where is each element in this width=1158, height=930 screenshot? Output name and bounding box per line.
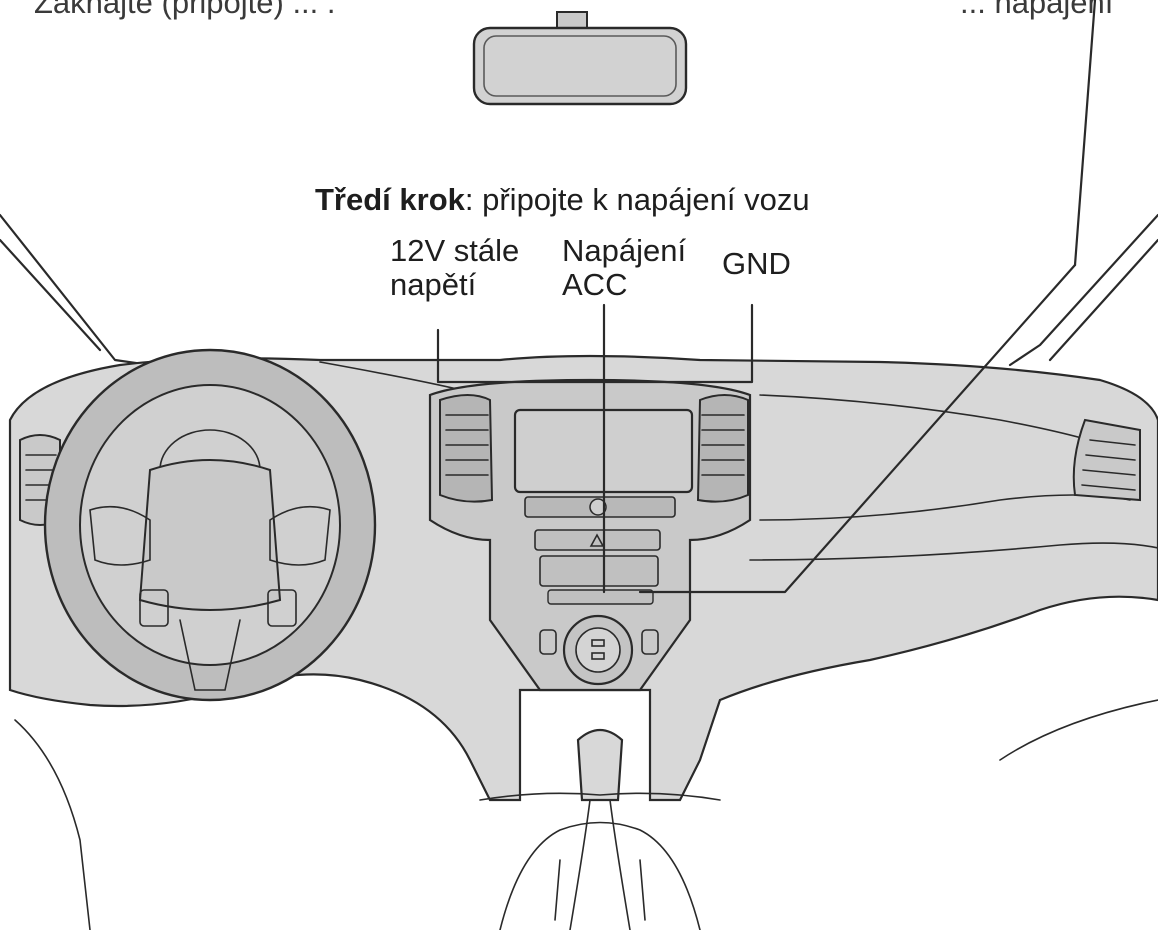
label-acc-line2: ACC (562, 268, 686, 302)
steering-wheel (45, 350, 375, 700)
label-12v-line2: napětí (390, 268, 519, 302)
label-gnd: GND (722, 247, 791, 281)
top-right-partial-label: ... napájení (960, 0, 1113, 20)
top-right-partial-text: ... napájení (960, 0, 1113, 20)
step3-title: Tředí krok: připojte k napájení vozu (315, 183, 810, 217)
leader-line-top-right (1075, 0, 1095, 265)
top-left-partial-label: Zaknajte (připojte) ... . (34, 0, 336, 20)
label-gnd-text: GND (722, 246, 791, 281)
step3-rest-text: : připojte k napájení vozu (465, 182, 810, 217)
label-12v-constant: 12V stále napětí (390, 234, 519, 302)
rear-view-mirror (474, 12, 686, 104)
label-acc-line1: Napájení (562, 234, 686, 268)
right-vent (1074, 420, 1140, 500)
label-acc: Napájení ACC (562, 234, 686, 302)
label-12v-line1: 12V stále (390, 234, 519, 268)
top-left-partial-text: Zaknajte (připojte) ... . (34, 0, 336, 20)
step3-bold-text: Tředí krok (315, 182, 465, 217)
